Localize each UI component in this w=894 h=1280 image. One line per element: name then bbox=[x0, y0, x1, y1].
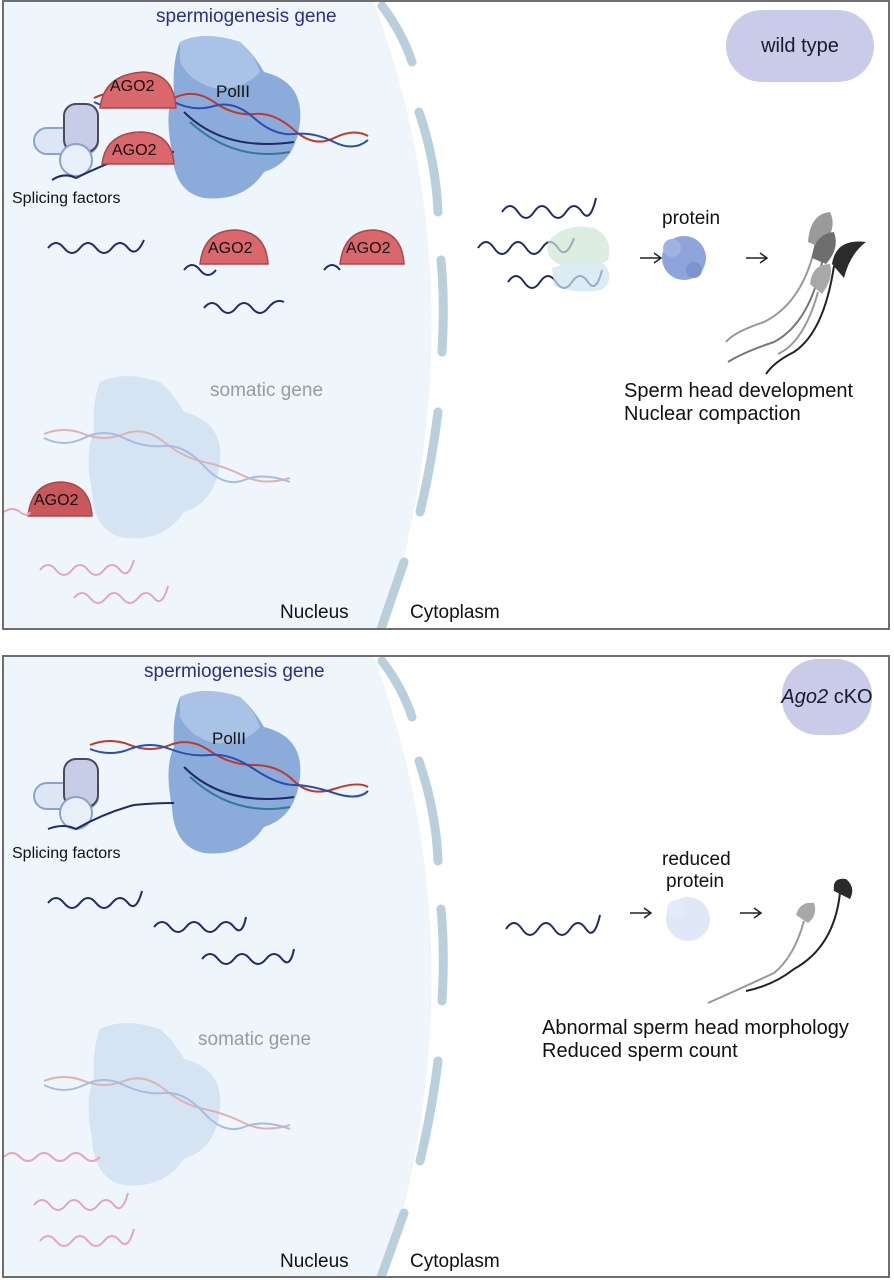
ago2-label-3: AGO2 bbox=[208, 240, 253, 257]
condition-badge: wild type bbox=[726, 10, 874, 82]
protein-label: protein bbox=[666, 871, 725, 892]
arrow-to-protein bbox=[630, 907, 653, 919]
ago2-active-1 bbox=[99, 71, 177, 109]
polii-somatic bbox=[43, 1023, 291, 1186]
polii-active bbox=[168, 691, 301, 854]
nuclear-envelope bbox=[376, 2, 448, 628]
polii-somatic bbox=[43, 376, 291, 539]
protein-label: protein bbox=[662, 208, 721, 229]
ago2-free-1 bbox=[199, 229, 269, 265]
panel-ago2-cko-illustration bbox=[4, 657, 853, 1276]
arrow-to-sperm bbox=[740, 907, 763, 919]
sperm-head-2 bbox=[812, 232, 836, 264]
panel-ago2-cko: Ago2 cKO spermiogenesis gene PolII Splic… bbox=[2, 655, 890, 1278]
ago2-label-5: AGO2 bbox=[34, 492, 79, 509]
outcome-line-2: Reduced sperm count bbox=[542, 1040, 738, 1062]
mrna-nucleus bbox=[47, 239, 341, 314]
sperm-head-1 bbox=[796, 902, 816, 923]
sperm-cells bbox=[725, 241, 835, 375]
splicing-factor-complex bbox=[33, 758, 99, 830]
ago2-label-2: AGO2 bbox=[112, 142, 157, 159]
gene-active-label: spermiogenesis gene bbox=[144, 661, 325, 682]
mrna-somatic bbox=[39, 559, 169, 604]
mrna-somatic bbox=[4, 1152, 135, 1247]
arrow-to-sperm bbox=[746, 252, 769, 264]
mrna-cytoplasm bbox=[505, 914, 601, 936]
outcome-line-1: Sperm head development bbox=[624, 380, 854, 402]
sperm-head-4 bbox=[810, 264, 831, 294]
ago2-free-2 bbox=[339, 229, 405, 265]
gene-inactive-label: somatic gene bbox=[210, 380, 324, 401]
nascent-rna bbox=[47, 802, 175, 831]
gene-inactive-label: somatic gene bbox=[198, 1029, 312, 1050]
reduced-protein-blob bbox=[666, 897, 710, 941]
dna-active bbox=[89, 740, 369, 798]
ribosome bbox=[547, 226, 610, 292]
sperm-cells bbox=[707, 892, 841, 1004]
outcome-line-2: Nuclear compaction bbox=[624, 403, 801, 425]
outcome-line-1: Abnormal sperm head morphology bbox=[542, 1017, 849, 1039]
mrna-nucleus bbox=[47, 890, 295, 965]
sperm-head-3 bbox=[832, 241, 866, 278]
ago2-active-2 bbox=[101, 131, 175, 165]
ago2-somatic bbox=[27, 481, 93, 517]
panel-wild-type: wild type spermiogenesis gene PolII AGO2… bbox=[2, 0, 890, 630]
splicing-label: Splicing factors bbox=[12, 845, 121, 862]
nucleus-label: Nucleus bbox=[280, 602, 349, 623]
ago2-label-4: AGO2 bbox=[346, 240, 391, 257]
polii-label: PolII bbox=[212, 729, 247, 748]
condition-label-suffix: cKO bbox=[828, 685, 873, 708]
condition-label: wild type bbox=[761, 34, 839, 57]
condition-label-italic: Ago2 bbox=[781, 685, 829, 708]
reduced-label: reduced bbox=[662, 849, 731, 870]
sperm-head-2 bbox=[833, 878, 853, 899]
splicing-factor-complex bbox=[33, 103, 99, 177]
splicing-label: Splicing factors bbox=[12, 190, 121, 207]
polii-active bbox=[168, 36, 301, 199]
cytoplasm-label: Cytoplasm bbox=[410, 602, 500, 623]
nucleus-label: Nucleus bbox=[280, 1251, 349, 1272]
protein-blob bbox=[662, 236, 706, 280]
gene-active-label: spermiogenesis gene bbox=[156, 6, 337, 27]
polii-label: PolII bbox=[216, 82, 251, 101]
condition-badge: Ago2 cKO bbox=[781, 659, 873, 735]
cytoplasm-label: Cytoplasm bbox=[410, 1251, 500, 1272]
arrow-to-protein bbox=[640, 252, 663, 264]
ago2-label-1: AGO2 bbox=[110, 78, 155, 95]
nuclear-envelope bbox=[376, 657, 448, 1276]
panel-wild-type-illustration bbox=[4, 2, 866, 628]
